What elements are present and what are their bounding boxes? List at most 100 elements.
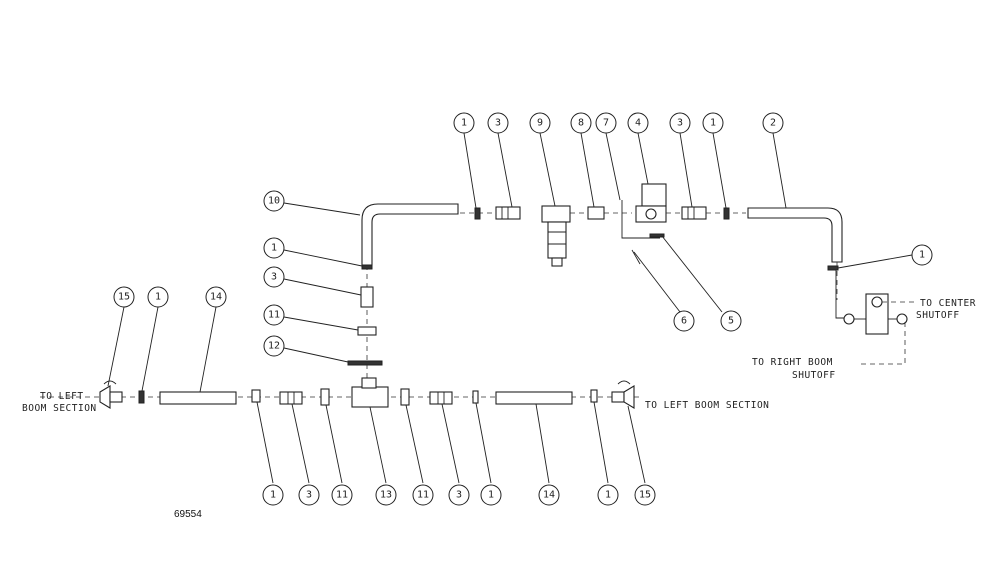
callout-bottom-3a: 3	[298, 484, 320, 506]
hose-14-right	[495, 391, 573, 405]
svg-text:9: 9	[537, 118, 543, 129]
svg-text:15: 15	[118, 292, 130, 303]
leader-lines	[107, 132, 913, 484]
callout-top-1b: 1	[702, 112, 724, 134]
svg-text:11: 11	[268, 310, 280, 321]
callout-left-10: 10	[263, 190, 285, 212]
callout-bottom-14: 14	[538, 484, 560, 506]
callout-mid-5: 5	[720, 310, 742, 332]
svg-text:14: 14	[543, 490, 555, 501]
clamp-1-top-right	[723, 207, 730, 220]
svg-text:3: 3	[677, 118, 683, 129]
note-to-left-1: TO LEFT	[40, 391, 84, 402]
callout-bottom-13: 13	[375, 484, 397, 506]
svg-text:3: 3	[495, 118, 501, 129]
callout-top-2: 2	[762, 112, 784, 134]
note-to-center-1: TO CENTER	[920, 298, 976, 309]
clamp-1-left	[138, 390, 145, 404]
callout-bottom-1a: 1	[262, 484, 284, 506]
fitting-3-bottom-left	[279, 391, 303, 405]
clamp-1-bottom-a	[251, 389, 261, 403]
fitting-8	[587, 206, 605, 220]
callout-end-15: 15	[113, 286, 135, 308]
bracket-7	[621, 200, 660, 239]
note-to-left-2: BOOM SECTION	[22, 403, 97, 414]
clamp-1-elbow-end	[827, 265, 839, 271]
adapter-11-column	[357, 326, 377, 336]
callout-end-14: 14	[205, 286, 227, 308]
gasket-12	[347, 360, 383, 366]
svg-text:11: 11	[336, 490, 348, 501]
adapter-11-bottom-left	[320, 388, 330, 406]
valve-4	[635, 183, 667, 223]
svg-text:13: 13	[380, 490, 392, 501]
svg-text:15: 15	[639, 490, 651, 501]
bottom-plumbing-line	[40, 377, 640, 409]
svg-text:2: 2	[770, 118, 776, 129]
svg-text:4: 4	[635, 118, 641, 129]
end-fitting-15-right	[611, 380, 635, 409]
end-fitting-15-left	[99, 380, 123, 409]
callout-top-9: 9	[529, 112, 551, 134]
top-plumbing-line	[361, 183, 918, 365]
callout-left-11: 11	[263, 304, 285, 326]
callout-bottom-1b: 1	[480, 484, 502, 506]
hose-14-left	[159, 391, 237, 405]
svg-text:12: 12	[268, 341, 280, 352]
hose-elbow-2	[747, 207, 843, 263]
callout-mid-1: 1	[911, 244, 933, 266]
fitting-3-bottom-right	[429, 391, 453, 405]
svg-text:3: 3	[306, 490, 312, 501]
callout-left-3: 3	[263, 266, 285, 288]
callout-top-8: 8	[570, 112, 592, 134]
callout-bottom-3b: 3	[448, 484, 470, 506]
svg-text:14: 14	[210, 292, 222, 303]
fitting-3-column	[360, 286, 374, 308]
note-to-center-2: SHUTOFF	[916, 310, 960, 321]
callout-bottom-15: 15	[634, 484, 656, 506]
svg-text:7: 7	[603, 118, 609, 129]
svg-text:1: 1	[461, 118, 467, 129]
note-to-right-1: TO RIGHT BOOM	[752, 357, 833, 368]
svg-text:5: 5	[728, 316, 734, 327]
callout-mid-6: 6	[673, 310, 695, 332]
svg-text:3: 3	[456, 490, 462, 501]
strainer-9	[541, 205, 571, 267]
callout-bottom-1c: 1	[597, 484, 619, 506]
note-to-right-2: SHUTOFF	[792, 370, 836, 381]
callout-top-3a: 3	[487, 112, 509, 134]
callout-top-4: 4	[627, 112, 649, 134]
callout-top-1a: 1	[453, 112, 475, 134]
hose-elbow-10	[361, 203, 459, 266]
svg-text:1: 1	[155, 292, 161, 303]
clamp-1-top	[474, 207, 481, 220]
callout-left-1: 1	[263, 237, 285, 259]
svg-text:1: 1	[710, 118, 716, 129]
callout-end-1: 1	[147, 286, 169, 308]
callout-top-3b: 3	[669, 112, 691, 134]
svg-text:1: 1	[919, 250, 925, 261]
clamp-1-bottom-b	[472, 390, 479, 404]
svg-text:1: 1	[271, 243, 277, 254]
tee-13	[351, 377, 389, 408]
figure-number: 69554	[174, 509, 202, 520]
note-to-left-boom-right: TO LEFT BOOM SECTION	[645, 400, 769, 411]
clamp-1-column	[361, 264, 373, 270]
svg-text:3: 3	[271, 272, 277, 283]
callout-left-12: 12	[263, 335, 285, 357]
callout-bottom-11b: 11	[412, 484, 434, 506]
fastener-parts	[631, 233, 665, 265]
adapter-11-bottom-right	[400, 388, 410, 406]
callout-bottom-11a: 11	[331, 484, 353, 506]
left-column-parts	[347, 264, 383, 380]
svg-text:1: 1	[605, 490, 611, 501]
svg-text:6: 6	[681, 316, 687, 327]
shutoff-valve	[843, 293, 908, 335]
clamp-1-bottom-c	[590, 389, 598, 403]
svg-text:1: 1	[488, 490, 494, 501]
svg-text:8: 8	[578, 118, 584, 129]
svg-text:1: 1	[270, 490, 276, 501]
svg-text:10: 10	[268, 196, 280, 207]
callout-top-7: 7	[595, 112, 617, 134]
